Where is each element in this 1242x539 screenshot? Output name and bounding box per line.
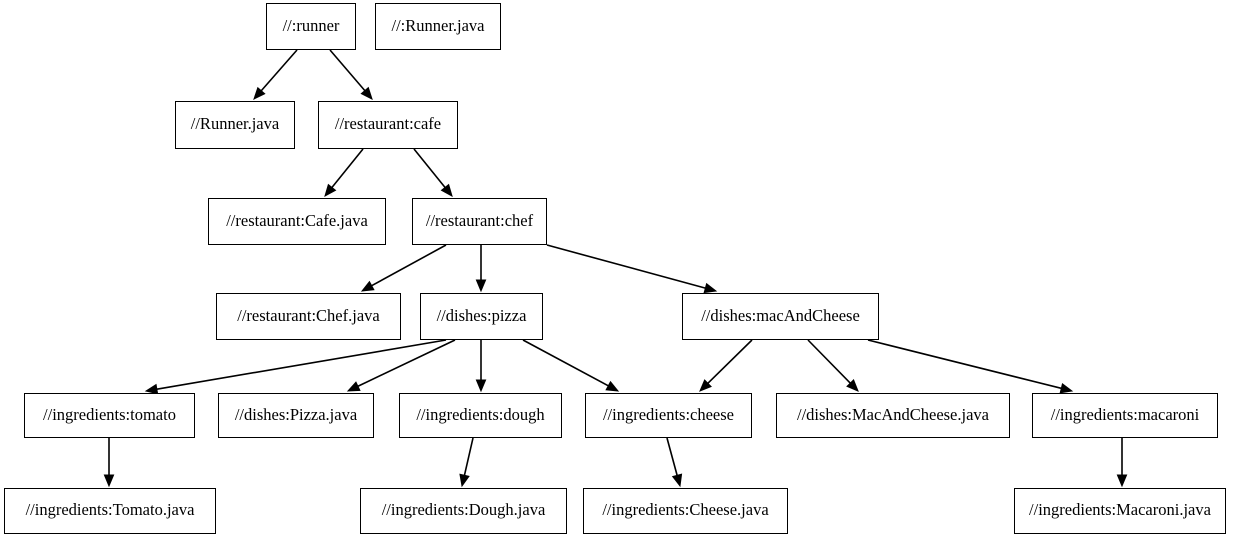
graph-node-label: //dishes:pizza — [436, 305, 527, 325]
graph-arrowhead-dishes_pizza-to-ing_dough — [475, 379, 487, 393]
graph-node-restaurant_cafe[interactable]: //restaurant:cafe — [318, 101, 458, 149]
graph-edge-ing_cheese-to-ing_cheesejava — [666, 437, 678, 476]
graph-node-label: //:runner — [282, 15, 340, 35]
graph-arrowhead-dishes_pizza-to-ing_cheese — [605, 380, 620, 392]
graph-edge-runner-to-restaurant_cafe — [329, 49, 366, 92]
graph-node-runner_java[interactable]: //Runner.java — [175, 101, 295, 149]
graph-node-label: //dishes:MacAndCheese.java — [797, 404, 989, 424]
graph-node-ing_cheesejava[interactable]: //ingredients:Cheese.java — [583, 488, 788, 534]
graph-node-label: //ingredients:Tomato.java — [25, 500, 195, 520]
graph-arrowhead-restaurant_chef-to-dishes_mac — [703, 282, 718, 294]
graph-node-dishes_pizza[interactable]: //dishes:pizza — [420, 293, 543, 340]
graph-node-ing_doughjava[interactable]: //ingredients:Dough.java — [360, 488, 567, 534]
graph-node-label: //restaurant:chef — [425, 210, 534, 230]
graph-node-ing_tomato[interactable]: //ingredients:tomato — [24, 393, 195, 438]
graph-arrowhead-ing_dough-to-ing_doughjava — [459, 473, 470, 488]
graph-node-label: //ingredients:Macaroni.java — [1029, 500, 1211, 520]
graph-node-label: //dishes:macAndCheese — [701, 305, 860, 325]
graph-node-runner_java_root[interactable]: //:Runner.java — [375, 3, 501, 50]
graph-node-dishes_macjava[interactable]: //dishes:MacAndCheese.java — [776, 393, 1010, 438]
graph-arrowhead-runner-to-restaurant_cafe — [360, 86, 373, 100]
graph-arrowhead-restaurant_cafe-to-restaurant_chef — [440, 183, 453, 198]
graph-arrowhead-dishes_mac-to-dishes_macjava — [846, 379, 859, 392]
graph-node-label: //ingredients:dough — [416, 404, 545, 424]
graph-node-dishes_mac[interactable]: //dishes:macAndCheese — [682, 293, 879, 340]
graph-node-restaurant_cafejava[interactable]: //restaurant:Cafe.java — [208, 198, 386, 245]
graph-node-label: //ingredients:tomato — [43, 404, 176, 424]
graph-node-ing_macaroni[interactable]: //ingredients:macaroni — [1032, 393, 1218, 438]
graph-node-ing_dough[interactable]: //ingredients:dough — [399, 393, 562, 438]
graph-edge-restaurant_chef-to-restaurant_chefjava — [371, 244, 447, 287]
graph-edge-restaurant_chef-to-dishes_mac — [546, 244, 706, 289]
graph-edge-dishes_mac-to-ing_macaroni — [867, 339, 1062, 390]
graph-node-ing_cheese[interactable]: //ingredients:cheese — [585, 393, 752, 438]
graph-node-dishes_pizzajava[interactable]: //dishes:Pizza.java — [218, 393, 374, 438]
graph-node-label: //restaurant:cafe — [334, 114, 442, 134]
graph-node-restaurant_chefjava[interactable]: //restaurant:Chef.java — [216, 293, 401, 340]
graph-edge-restaurant_cafe-to-restaurant_cafejava — [331, 148, 364, 188]
graph-edge-dishes_pizza-to-ing_tomato — [156, 339, 447, 390]
graph-arrowhead-runner-to-runner_java — [253, 86, 266, 100]
graph-arrowhead-dishes_mac-to-ing_cheese — [699, 379, 712, 392]
graph-edge-dishes_mac-to-ing_cheese — [707, 339, 753, 384]
graph-node-label: //ingredients:Dough.java — [381, 500, 546, 520]
graph-node-restaurant_chef[interactable]: //restaurant:chef — [412, 198, 547, 245]
graph-node-label: //restaurant:Chef.java — [237, 305, 380, 325]
graph-node-label: //dishes:Pizza.java — [234, 404, 358, 424]
graph-arrowhead-dishes_pizza-to-dishes_pizzajava — [346, 381, 361, 392]
graph-edge-dishes_pizza-to-ing_cheese — [522, 339, 609, 387]
graph-node-label: //:Runner.java — [391, 15, 485, 35]
graph-arrowhead-dishes_pizza-to-ing_tomato — [144, 383, 159, 395]
graph-arrowhead-restaurant_chef-to-dishes_pizza — [475, 279, 487, 293]
graph-edge-dishes_pizza-to-dishes_pizzajava — [357, 339, 456, 387]
graph-node-label: //ingredients:Cheese.java — [602, 500, 769, 520]
graph-edge-restaurant_cafe-to-restaurant_chef — [413, 148, 446, 188]
graph-node-label: //restaurant:Cafe.java — [226, 210, 368, 230]
graph-node-ing_tomatojava[interactable]: //ingredients:Tomato.java — [4, 488, 216, 534]
graph-arrowhead-ing_cheese-to-ing_cheesejava — [671, 473, 683, 488]
graph-arrowhead-restaurant_cafe-to-restaurant_cafejava — [324, 183, 337, 198]
graph-arrowhead-ing_tomato-to-ing_tomatojava — [103, 474, 115, 488]
graph-edge-dishes_mac-to-dishes_macjava — [807, 339, 851, 384]
graph-node-ing_macaronijava[interactable]: //ingredients:Macaroni.java — [1014, 488, 1226, 534]
graph-node-label: //Runner.java — [190, 114, 280, 134]
graph-arrowhead-ing_macaroni-to-ing_macaronijava — [1116, 474, 1128, 488]
graph-arrowhead-dishes_mac-to-ing_macaroni — [1059, 383, 1074, 394]
graph-node-label: //ingredients:macaroni — [1050, 404, 1200, 424]
graph-node-label: //ingredients:cheese — [602, 404, 735, 424]
graph-edge-ing_dough-to-ing_doughjava — [463, 437, 474, 476]
graph-node-runner[interactable]: //:runner — [266, 3, 356, 50]
graph-edge-runner-to-runner_java — [260, 49, 298, 92]
graph-arrowhead-restaurant_chef-to-restaurant_chefjava — [360, 280, 375, 292]
